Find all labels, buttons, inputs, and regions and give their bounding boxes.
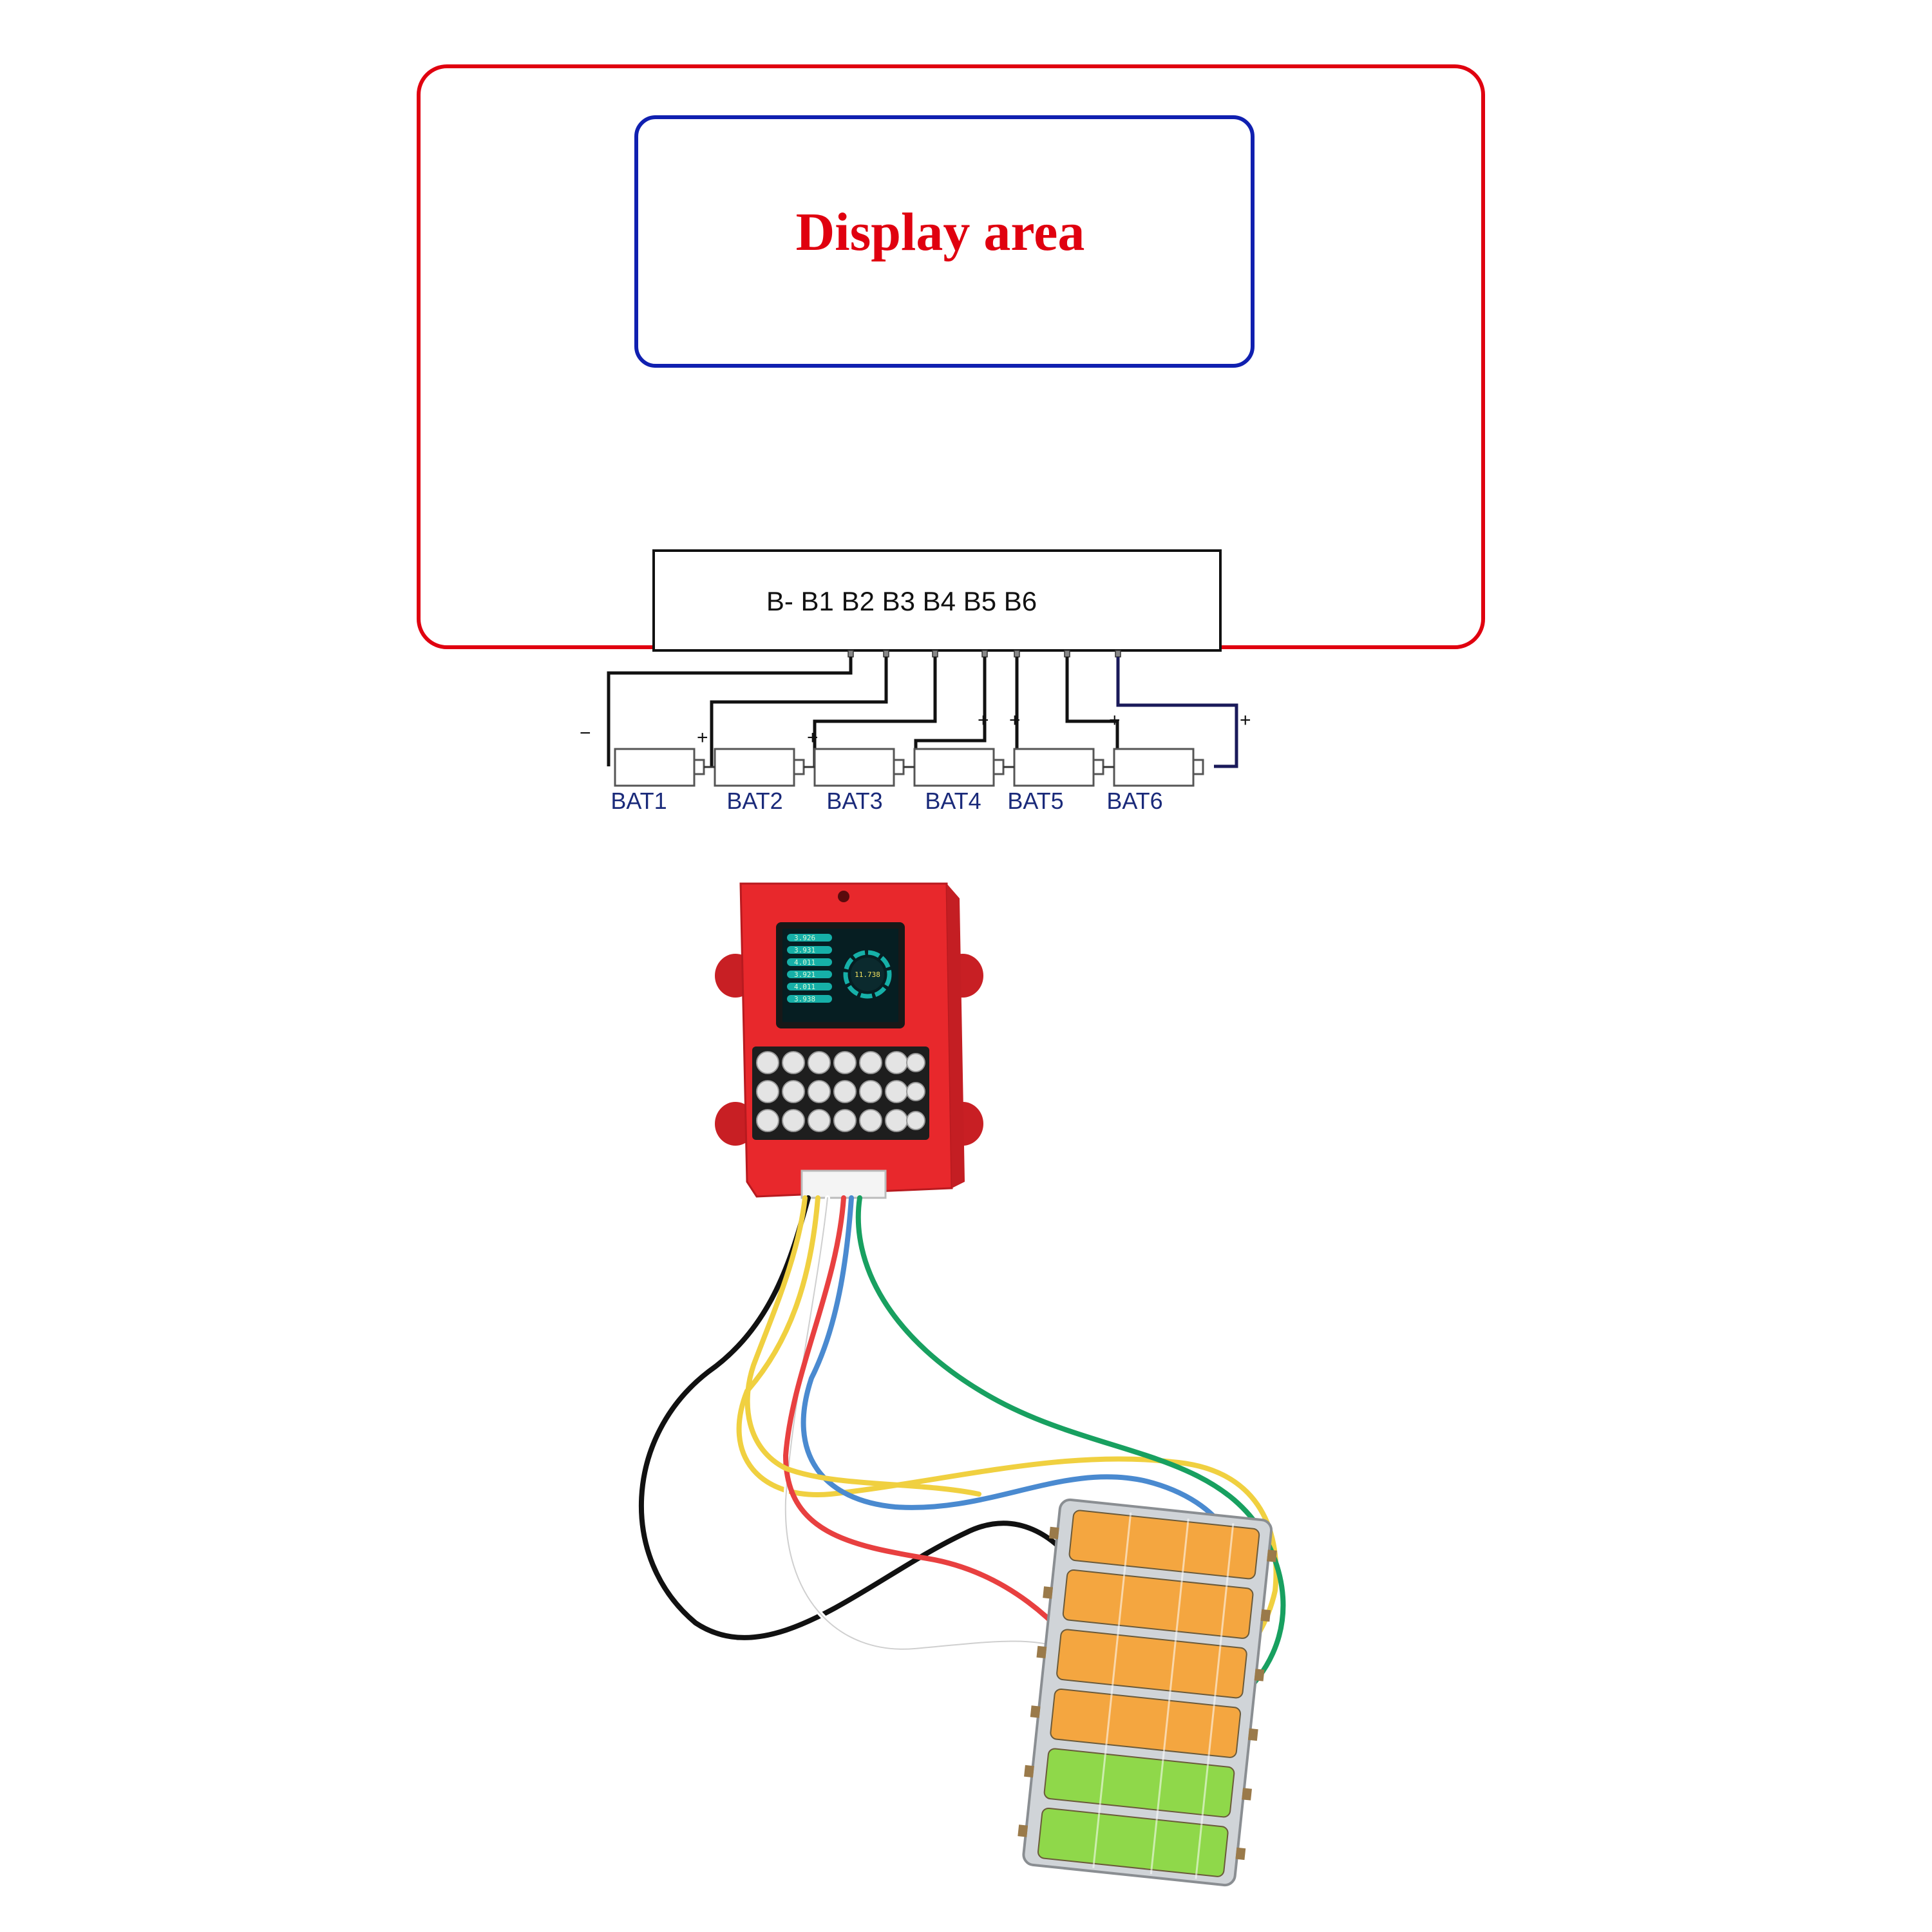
lcd-row-4: 3.921 — [794, 971, 815, 979]
photo-wire-yellow-2 — [744, 1195, 981, 1497]
battery-cells-photo — [1037, 1510, 1260, 1877]
wire-b2 — [813, 657, 937, 766]
lcd-gauge-ring — [843, 950, 892, 999]
photo-wire-white-shadow — [784, 1197, 1063, 1650]
pin-b3 — [981, 650, 988, 658]
pin-b-minus — [848, 650, 854, 658]
lcd-row-5: 4.011 — [794, 983, 815, 991]
lcd-cell-rows: 3.926 3.931 4.011 3.921 4.011 3.938 — [787, 934, 832, 1003]
battery-label-6: BAT6 — [1106, 788, 1162, 814]
photo-cell-6 — [1037, 1807, 1229, 1877]
lcd-row-bg-5 — [787, 983, 832, 990]
lcd-total-voltage: 11.738 — [855, 971, 880, 979]
battery-labels: BAT1 BAT2 BAT3 BAT4 BAT5 BAT6 — [611, 788, 1162, 814]
polarity-labels: − + + + + + + — [580, 710, 1251, 748]
photo-cell-4 — [1050, 1688, 1242, 1758]
polarity-plus-bat6: + — [1109, 710, 1121, 731]
display-area-frame — [634, 115, 1255, 368]
battery-cap-6 — [1192, 759, 1204, 775]
photo-wire-black — [638, 1195, 1078, 1640]
battery-label-4: BAT4 — [925, 788, 981, 814]
battery-cell-2 — [714, 748, 795, 787]
wire-b-minus — [607, 657, 853, 766]
balance-connector — [800, 1170, 887, 1199]
battery-label-1: BAT1 — [611, 788, 667, 814]
lcd-row-3: 4.011 — [794, 958, 815, 967]
battery-label-5: BAT5 — [1007, 788, 1063, 814]
lcd-row-6: 3.938 — [794, 995, 815, 1003]
bms-device-side — [947, 884, 965, 1188]
lcd-row-bg-6 — [787, 995, 832, 1003]
device-hole — [838, 891, 849, 902]
pin-b2 — [932, 650, 938, 658]
photo-wire-white — [782, 1195, 1065, 1652]
battery-cap-3 — [893, 759, 905, 775]
diagram-wires — [607, 657, 1119, 766]
lcd-row-2: 3.931 — [794, 946, 815, 954]
battery-cell-3 — [813, 748, 895, 787]
battery-cell-5 — [1013, 748, 1095, 787]
photo-cell-1 — [1068, 1510, 1260, 1580]
battery-cap-4 — [992, 759, 1005, 775]
display-area-label: Display area — [796, 202, 1085, 262]
battery-cap-2 — [793, 759, 805, 775]
wire-b6 — [1116, 657, 1238, 768]
capacitors — [756, 1051, 925, 1132]
polarity-plus-bat5: + — [1009, 710, 1021, 731]
battery-label-2: BAT2 — [726, 788, 782, 814]
photo-cell-3 — [1056, 1629, 1247, 1699]
polarity-plus-bat2: + — [807, 727, 819, 748]
polarity-minus-bat1: − — [580, 723, 591, 744]
battery-cap-5 — [1092, 759, 1104, 775]
product-photo: 3.926 3.931 4.011 3.921 4.011 3.938 11.7… — [638, 882, 1286, 1887]
photo-wire-yellow-1 — [736, 1195, 1279, 1703]
battery-cell-4 — [913, 748, 995, 787]
battery-cells — [614, 748, 1204, 787]
battery-terminals — [1018, 1526, 1277, 1861]
photo-cell-5 — [1043, 1748, 1235, 1818]
pin-b5 — [1064, 650, 1070, 658]
lcd-row-bg-3 — [787, 958, 832, 966]
battery-cell-6 — [1113, 748, 1195, 787]
polarity-plus-out: + — [1240, 710, 1251, 731]
battery-pack — [1018, 1498, 1277, 1887]
wire-b1 — [710, 657, 888, 766]
battery-label-3: BAT3 — [826, 788, 882, 814]
pin-b6 — [1115, 650, 1121, 658]
lcd-gauge-inner — [851, 958, 884, 991]
lcd-row-bg-2 — [787, 946, 832, 954]
connector-pin-labels: B- B1 B2 B3 B4 B5 B6 — [766, 586, 1037, 616]
lcd-row-1: 3.926 — [794, 934, 815, 942]
polarity-plus-bat4: + — [978, 710, 989, 731]
lcd-row-bg-4 — [787, 971, 832, 978]
pin-b1 — [883, 650, 889, 658]
pin-b4 — [1014, 650, 1020, 658]
battery-cap-1 — [693, 759, 705, 775]
polarity-plus-bat1: + — [697, 727, 708, 748]
battery-cell-1 — [614, 748, 696, 787]
connector-box — [652, 549, 1222, 652]
wire-b5 — [1065, 657, 1119, 766]
photo-cell-2 — [1062, 1569, 1254, 1639]
lcd-row-bg-1 — [787, 934, 832, 942]
battery-holder-ribs — [1092, 1512, 1235, 1879]
